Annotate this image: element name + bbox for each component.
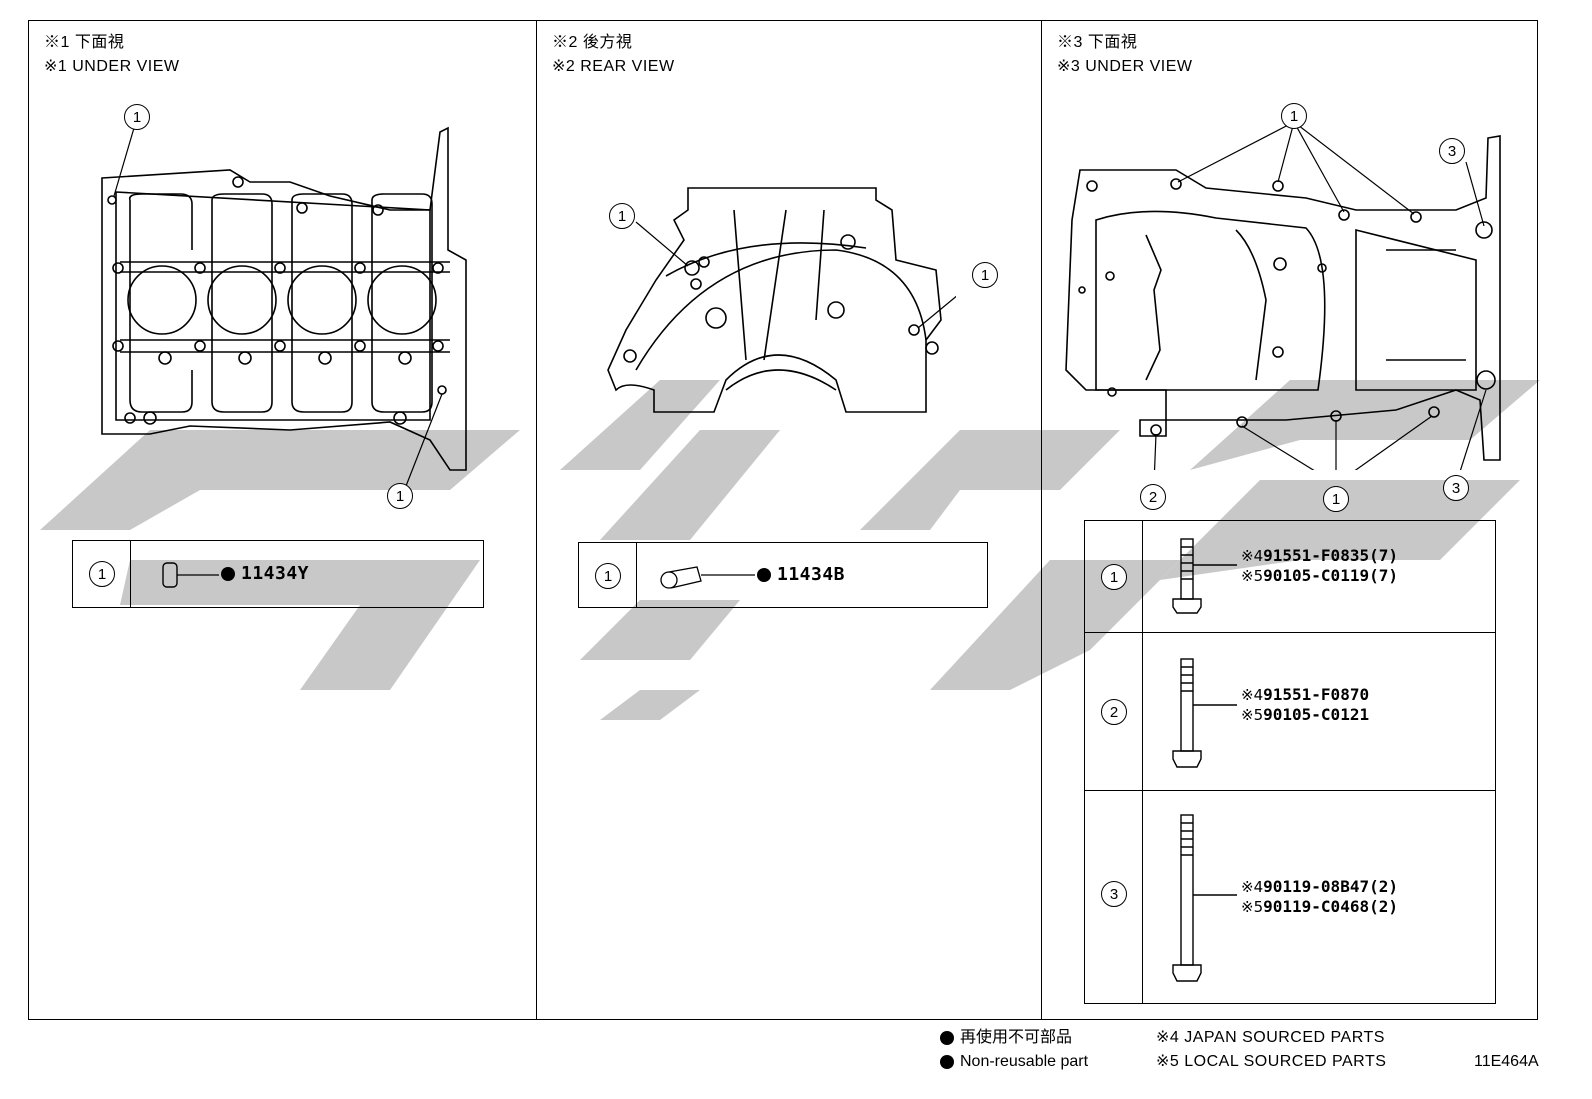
bolt-index-cell (1085, 521, 1143, 632)
bolt-row-3: 3 ※490119-08B47(2) ※590119-C0468(2) (1085, 791, 1495, 1003)
non-reusable-dot-icon (940, 1054, 954, 1069)
part-number-11434Y: 11434Y (241, 563, 310, 584)
panel2-title-jp: ※2 後方視 (552, 34, 633, 51)
local-mark: ※5 (1241, 706, 1264, 724)
bolt-row-2: 2 ※491551-F0870 ※590105-C0121 (1085, 633, 1495, 791)
panel2-title-en: ※2 REAR VIEW (552, 58, 675, 75)
legend-nonreuse-en: Non-reusable part (940, 1051, 1088, 1073)
bolt-2-part-numbers: ※491551-F0870 ※590105-C0121 (1241, 685, 1369, 725)
legend-local-sourced: ※5 LOCAL SOURCED PARTS (1156, 1053, 1387, 1070)
part-index-cell (73, 541, 131, 607)
bolt-index-number: 3 (1101, 881, 1127, 907)
panel1-title-jp: ※1 下面視 (44, 34, 125, 51)
bolt-row-1: 1 ※491551-F0835(7) ※590105-C0119(7) (1085, 521, 1495, 633)
callout3-3-bottom: 3 (1443, 475, 1469, 501)
medium-flange-bolt-icon (1172, 658, 1237, 768)
japan-mark: ※4 (1241, 878, 1264, 896)
bolt-1-local-pn: 90105-C0119(7) (1263, 566, 1398, 585)
diagram-frame: ※1 下面視 ※1 UNDER VIEW ※2 後方視 ※2 REAR VIEW… (28, 20, 1538, 1020)
part-index-number: 1 (89, 561, 115, 587)
local-mark: ※5 (1241, 898, 1264, 916)
part-box-11434Y: 1 11434Y (72, 540, 484, 608)
non-reusable-dot-icon (940, 1030, 954, 1045)
callout3-1-bottom: 1 (1323, 486, 1349, 512)
bolt-3-part-numbers: ※490119-08B47(2) ※590119-C0468(2) (1241, 877, 1398, 917)
callout-1-top: 1 (124, 104, 150, 130)
panel-rear-view: ※2 後方視 ※2 REAR VIEW (537, 21, 1042, 1019)
bolt-parts-table: 1 ※491551-F0835(7) ※590105-C0119(7) 2 (1084, 520, 1496, 1004)
panel1-title-en: ※1 UNDER VIEW (44, 58, 180, 75)
bolt-index-cell (1085, 791, 1143, 1003)
cylinder-block-rear-view-drawing (607, 187, 956, 413)
japan-mark: ※4 (1241, 686, 1264, 704)
diagram-code: 11E464A (1474, 1053, 1539, 1070)
bolt-index-number: 2 (1101, 699, 1127, 725)
dowel-pin-angled-icon (660, 566, 755, 589)
callout-1-left: 1 (609, 203, 635, 229)
bolt-1-japan-pn: 91551-F0835(7) (1263, 546, 1398, 565)
bolt-2-local-pn: 90105-C0121 (1263, 705, 1370, 724)
callout-1-bottom: 1 (387, 483, 413, 509)
legend-japan-sourced: ※4 JAPAN SOURCED PARTS (1156, 1029, 1385, 1046)
part-number-label: 11434Y (221, 563, 309, 584)
panel3-title-en: ※3 UNDER VIEW (1057, 58, 1193, 75)
japan-mark: ※4 (1241, 547, 1264, 565)
part-number-11434B: 11434B (777, 564, 846, 585)
bolt-3-japan-pn: 90119-08B47(2) (1263, 877, 1398, 896)
legend-nonreuse-en-text: Non-reusable part (960, 1053, 1089, 1070)
block-lower-under-view-drawing (1065, 121, 1501, 470)
callout3-2-bottom: 2 (1140, 484, 1166, 510)
cylinder-block-under-view-drawing (101, 126, 467, 487)
part-index-cell (579, 543, 637, 607)
long-flange-bolt-icon (1172, 814, 1237, 982)
callout-1-right: 1 (972, 262, 998, 288)
short-flange-bolt-icon (1172, 538, 1237, 614)
bolt-index-number: 1 (1101, 564, 1127, 590)
non-reusable-dot-icon (221, 567, 235, 581)
local-mark: ※5 (1241, 567, 1264, 585)
panel-under-view-1: ※1 下面視 ※1 UNDER VIEW (29, 21, 537, 1019)
bolt-2-japan-pn: 91551-F0870 (1263, 685, 1370, 704)
bolt-3-local-pn: 90119-C0468(2) (1263, 897, 1398, 916)
legend-nonreuse-jp: 再使用不可部品 (940, 1027, 1072, 1049)
callout3-3-top: 3 (1439, 138, 1465, 164)
dowel-pin-icon (162, 562, 219, 588)
non-reusable-dot-icon (757, 568, 771, 582)
part-number-label: 11434B (757, 564, 845, 585)
bolt-index-cell (1085, 633, 1143, 790)
callout3-1-top: 1 (1281, 103, 1307, 129)
part-box-11434B: 1 11434B (578, 542, 988, 608)
panel-under-view-3: ※3 下面視 ※3 UNDER VIEW (1042, 21, 1537, 1019)
bolt-1-part-numbers: ※491551-F0835(7) ※590105-C0119(7) (1241, 546, 1398, 586)
panel3-title-jp: ※3 下面視 (1057, 34, 1138, 51)
legend-nonreuse-jp-text: 再使用不可部品 (960, 1029, 1073, 1046)
part-index-number: 1 (595, 563, 621, 589)
